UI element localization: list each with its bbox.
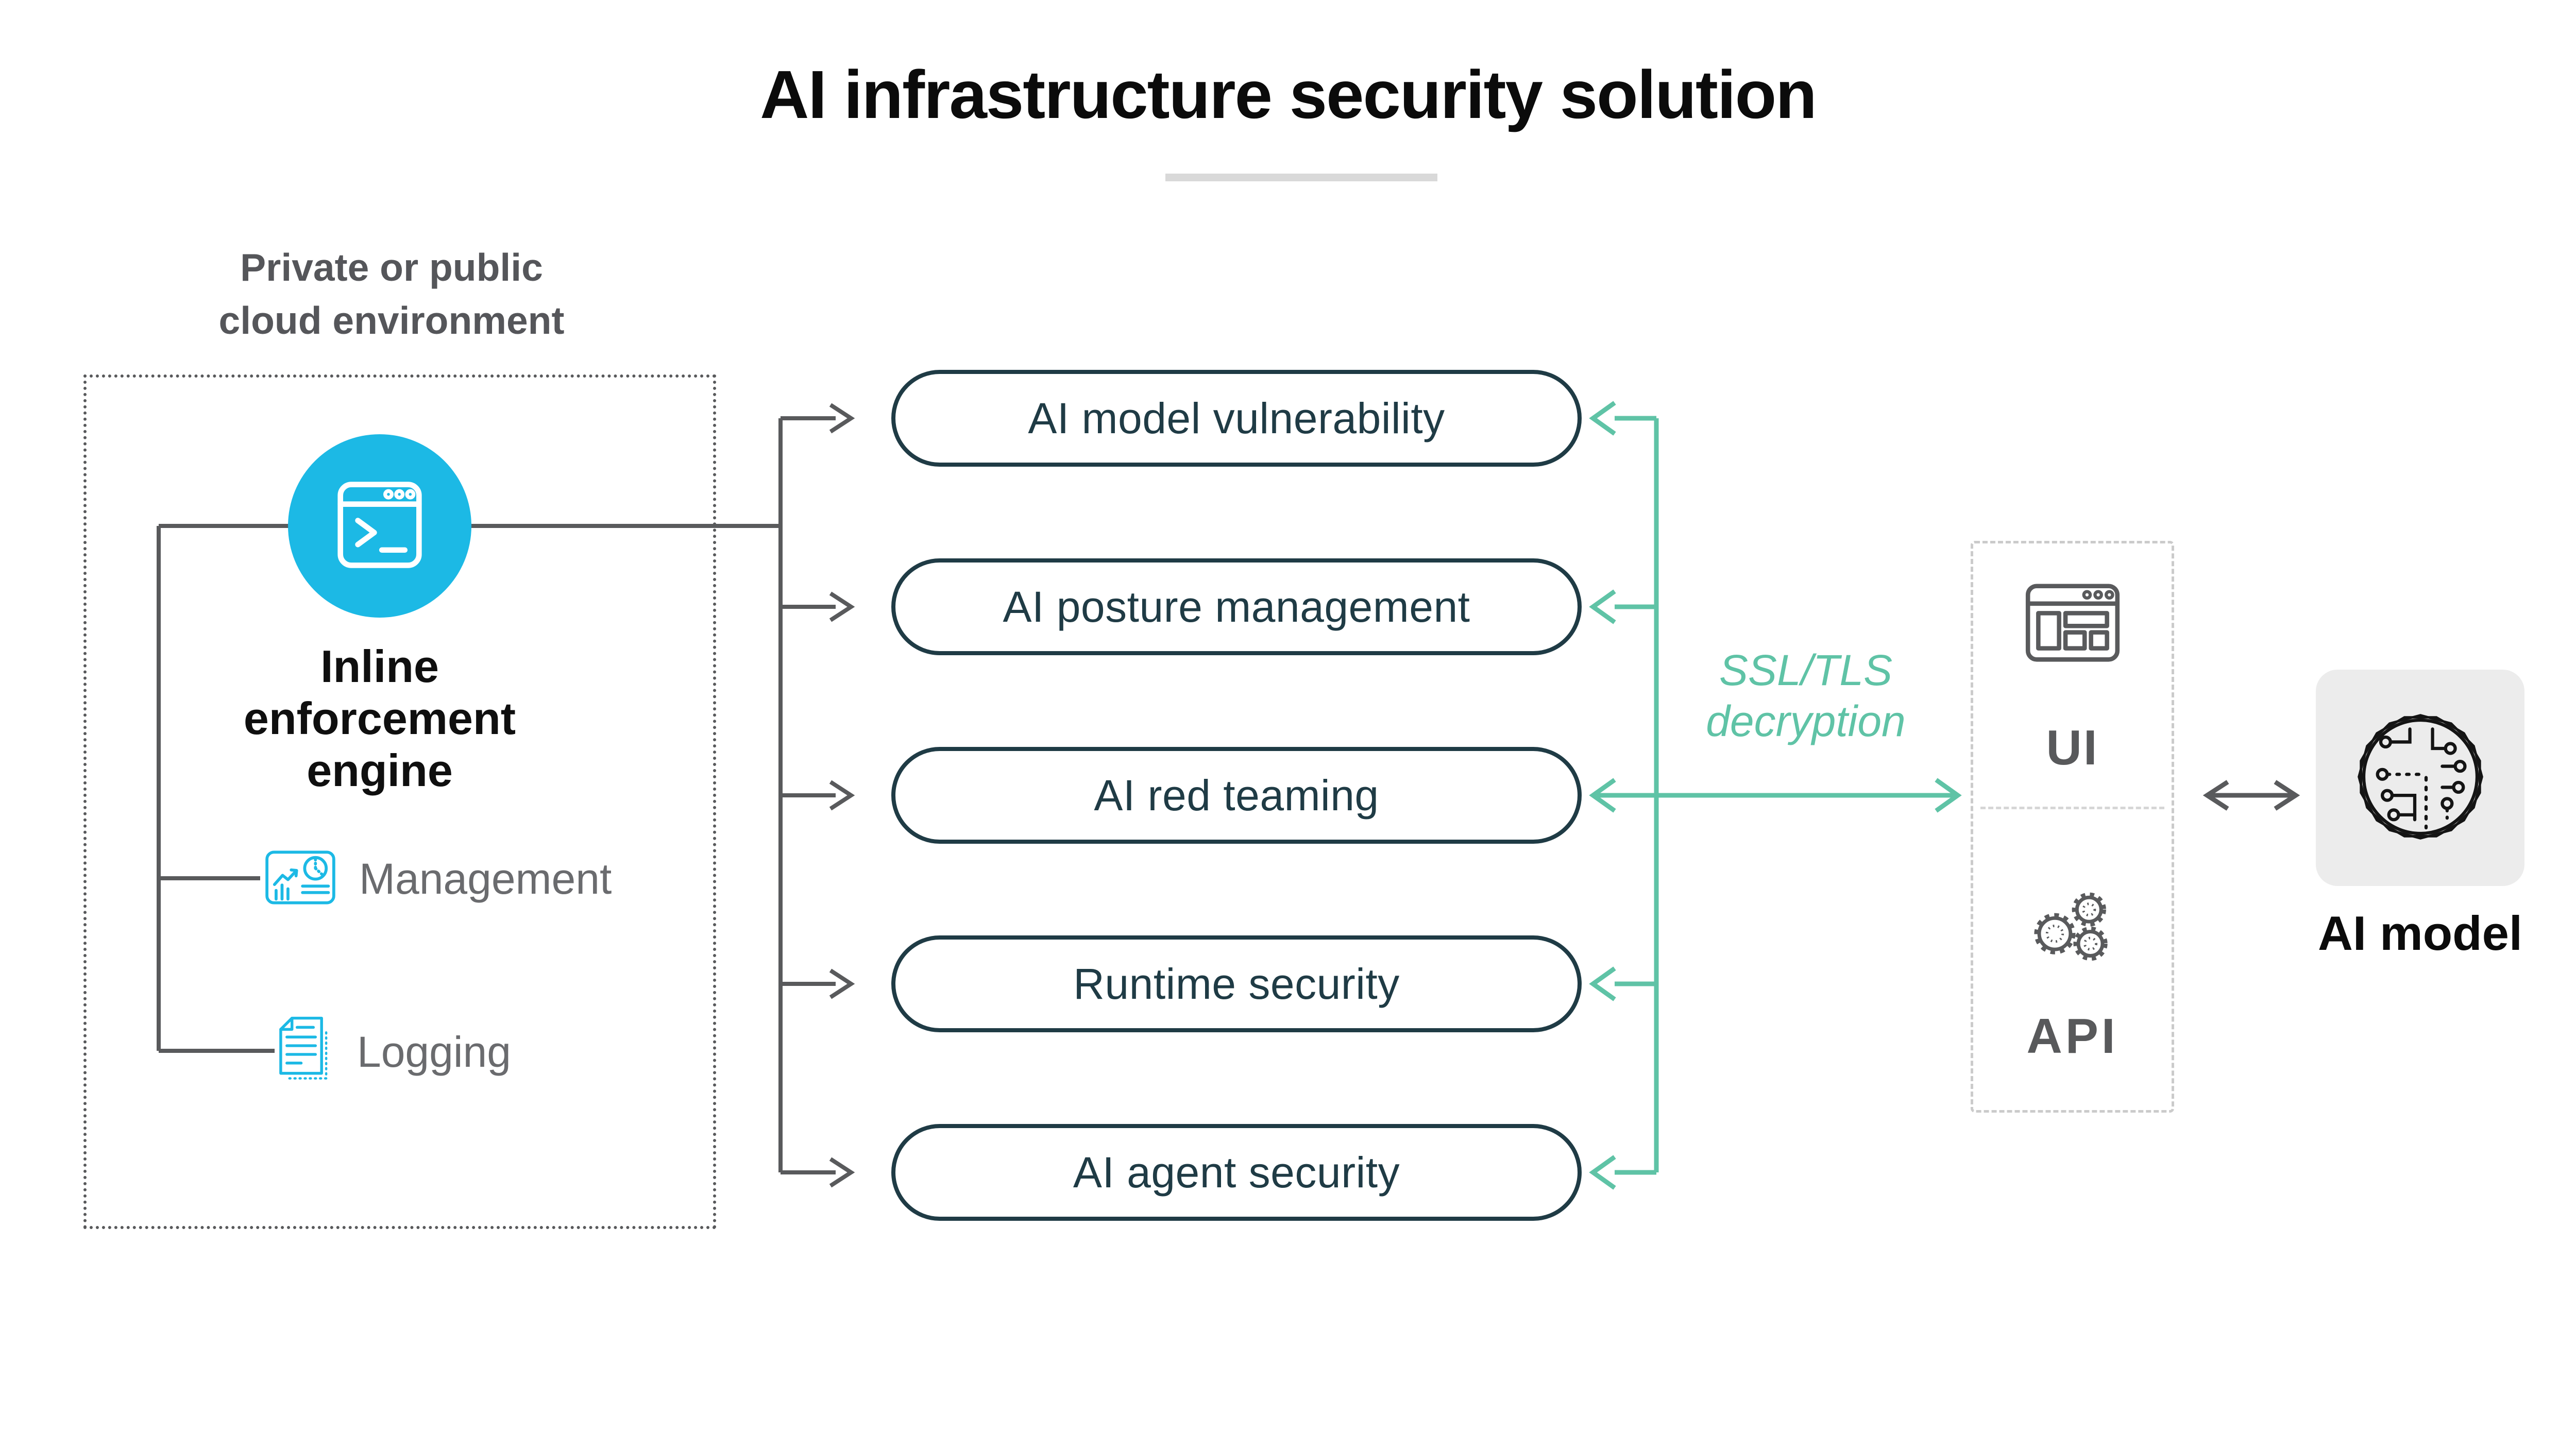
title-underline: [1165, 174, 1437, 181]
management-item: Management: [265, 850, 612, 907]
ui-label: UI: [2046, 720, 2099, 775]
ui-api-gateway-box: UI API: [1971, 541, 2174, 1113]
pill-ai-posture-management: AI posture management: [891, 558, 1582, 655]
dashboard-chart-icon: [265, 850, 335, 907]
cloud-environment-label: Private or public cloud environment: [218, 246, 565, 342]
pill-runtime-security: Runtime security: [891, 935, 1582, 1032]
ai-model-label: AI model: [2318, 906, 2522, 960]
logging-item: Logging: [275, 1016, 511, 1088]
ssl-tls-decryption-label: SSL/TLS decryption: [1706, 646, 1906, 745]
logging-label: Logging: [357, 1027, 511, 1076]
pill-ai-red-teaming: AI red teaming: [891, 747, 1582, 844]
pill-label: AI agent security: [1073, 1148, 1400, 1197]
pill-label: Runtime security: [1073, 959, 1400, 1008]
pill-label: AI posture management: [1003, 582, 1470, 631]
browser-window-icon: [2025, 583, 2121, 666]
inline-enforcement-engine-label: Inline enforcement engine: [243, 641, 516, 796]
log-document-icon: [275, 1016, 333, 1088]
gears-icon: [2026, 890, 2119, 970]
pill-label: AI red teaming: [1094, 771, 1379, 820]
gateway-divider: [1980, 807, 2164, 809]
ai-model-box: [2316, 670, 2524, 886]
inline-enforcement-engine-badge: [288, 434, 471, 618]
pill-ai-agent-security: AI agent security: [891, 1124, 1582, 1221]
terminal-window-icon: [325, 475, 434, 577]
circuit-brain-icon: [2335, 700, 2505, 857]
page-title: AI infrastructure security solution: [760, 57, 1817, 132]
pill-label: AI model vulnerability: [1028, 394, 1445, 442]
management-label: Management: [359, 854, 612, 903]
pill-ai-model-vulnerability: AI model vulnerability: [891, 370, 1582, 467]
api-label: API: [2026, 1009, 2119, 1064]
